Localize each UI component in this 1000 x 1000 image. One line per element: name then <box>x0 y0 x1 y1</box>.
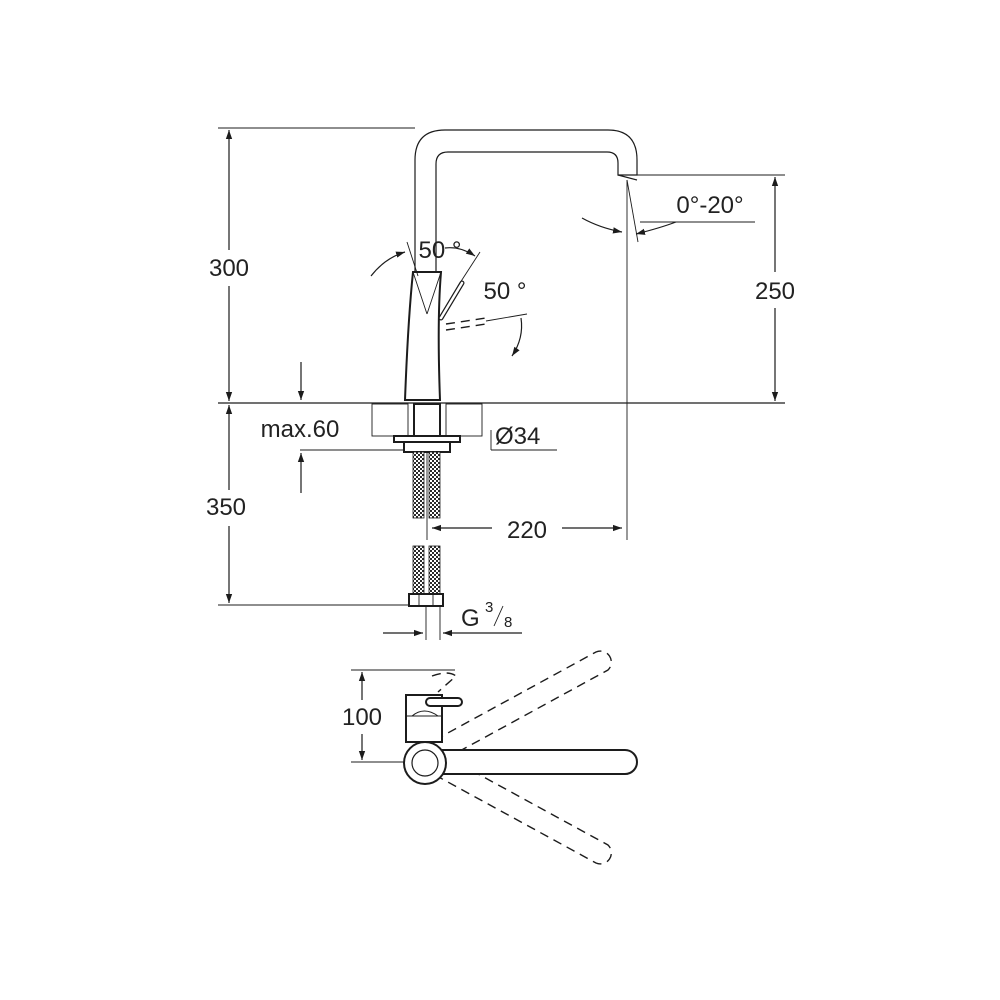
thread-label: G <box>461 605 480 632</box>
lever-rotation-angle-label: 50 ° <box>419 237 462 264</box>
thread-numerator: 3 <box>485 599 493 616</box>
mixer-body <box>403 271 443 401</box>
hole-diameter-label: Ø34 <box>495 423 540 450</box>
spout-swivel-upper <box>434 650 612 759</box>
below-counter-label: 350 <box>206 494 246 521</box>
spout-swivel-lower <box>434 756 612 865</box>
thread-denominator: 8 <box>504 614 512 631</box>
supply-hoses-upper <box>412 451 441 519</box>
total-height-label: 300 <box>209 255 249 282</box>
spout-reach-label: 220 <box>507 517 547 544</box>
spout-outline <box>414 129 638 280</box>
supply-hoses-lower <box>408 545 444 607</box>
top-depth-label: 100 <box>342 704 382 731</box>
countertop-section <box>371 403 483 437</box>
base-ring <box>403 741 447 785</box>
spout-top-view <box>424 749 638 775</box>
top-view: 100 <box>330 650 638 865</box>
lever-lift-angle-label: 50 ° <box>484 278 527 305</box>
max-thickness-label: max.60 <box>261 416 340 443</box>
lever-top-view <box>425 697 463 707</box>
spout-height-label: 250 <box>755 278 795 305</box>
spout-tilt-angle-label: 0°-20° <box>676 192 743 219</box>
lever-lifted <box>445 317 487 325</box>
side-view: 300 250 350 max.60 Ø34 220 G 3 8 50 ° <box>196 127 805 640</box>
